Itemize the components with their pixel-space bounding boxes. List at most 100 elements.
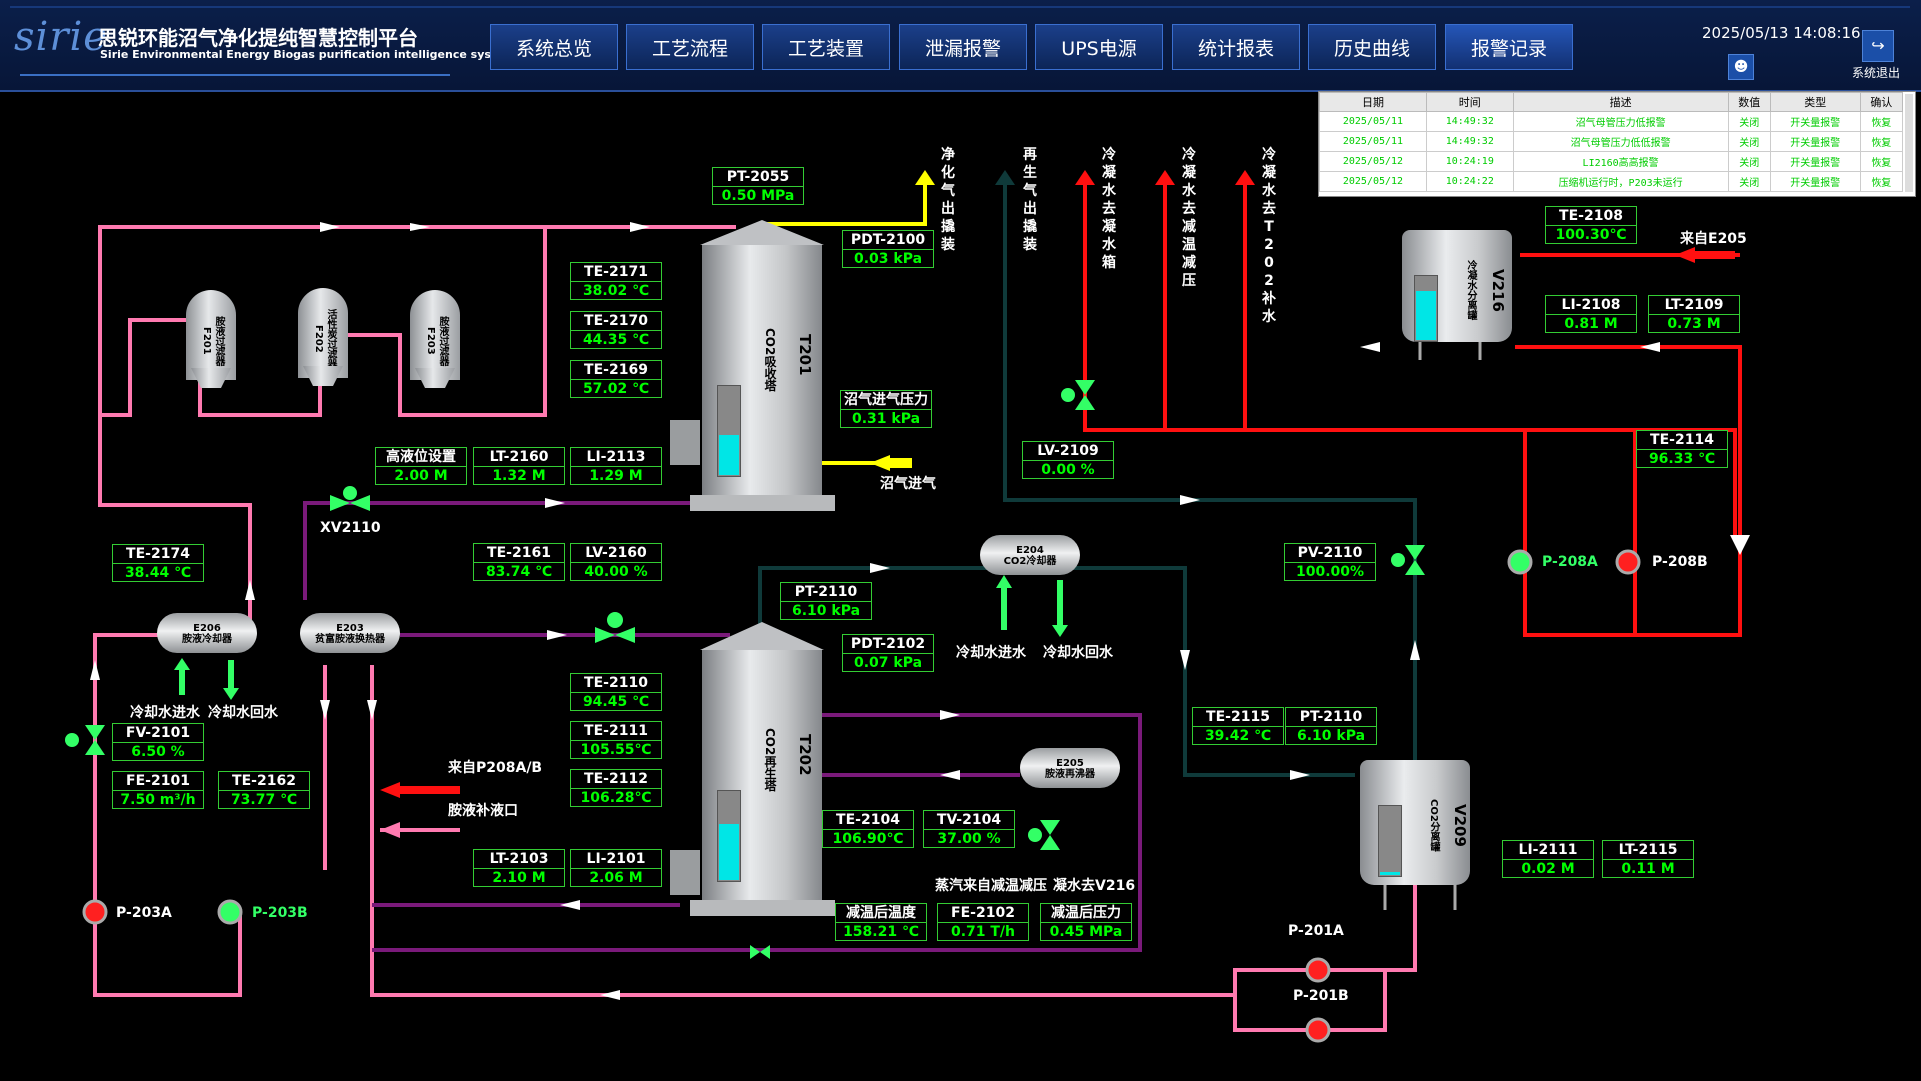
tag-name: LI-2111 — [1503, 841, 1593, 860]
tag-value: 38.44 ℃ — [124, 565, 192, 581]
logout-label[interactable]: 系统退出 — [1852, 66, 1901, 80]
logout-icon[interactable]: ↪ — [1862, 30, 1894, 62]
cell: 2025/05/12 — [1319, 151, 1427, 172]
tag-value: 100.30℃ — [1555, 227, 1627, 243]
nav-statistics-report[interactable]: 统计报表 — [1172, 24, 1300, 70]
cell: 10:24:22 — [1425, 171, 1514, 192]
level-fill-t202 — [719, 824, 739, 880]
nav-process-equipment[interactable]: 工艺装置 — [762, 24, 890, 70]
tag-name: LI-2101 — [571, 850, 661, 869]
t202-base — [690, 900, 835, 916]
col-time: 时间 — [1425, 92, 1514, 112]
cell: 沼气母管压力低报警 — [1512, 111, 1729, 132]
pump-p208a — [1507, 549, 1533, 575]
flow-arrow — [940, 770, 960, 780]
tag-name: TV-2104 — [924, 811, 1014, 830]
cw-out-arrow — [228, 660, 234, 690]
tag-value: 0.11 M — [1621, 861, 1675, 877]
tag-name: TE-2110 — [571, 674, 661, 693]
flow-arrow — [1360, 342, 1380, 352]
nav-leak-alarm[interactable]: 泄漏报警 — [899, 24, 1027, 70]
pipe-yellow-purified — [760, 185, 927, 226]
tag-name: TE-2108 — [1546, 207, 1636, 226]
col-value: 数值 — [1727, 92, 1771, 112]
level-gauge-v209 — [1378, 805, 1402, 877]
cell: 关闭 — [1727, 151, 1771, 172]
user-icon[interactable]: ☻ — [1728, 54, 1754, 80]
nav-ups-power[interactable]: UPS电源 — [1035, 24, 1163, 70]
app-title: 思锐环能沼气净化提纯智慧控制平台 — [98, 26, 418, 50]
e205-id: E205 — [1056, 758, 1084, 769]
tag-name: TE-2162 — [219, 772, 309, 791]
cell: 恢复 — [1859, 131, 1904, 152]
tag-value: 0.03 kPa — [853, 251, 923, 267]
nav-process-flow[interactable]: 工艺流程 — [626, 24, 754, 70]
alarm-table-header: 日期 时间 描述 数值 类型 确认 — [1319, 92, 1904, 112]
tag-name: PDT-2100 — [843, 231, 933, 250]
label-p201b: P-201B — [1293, 988, 1349, 1004]
cell: 恢复 — [1859, 111, 1904, 132]
tag-value: 106.90℃ — [832, 831, 904, 847]
e205-name: 胺液再沸器 — [1045, 769, 1095, 780]
tag-name: LT-2160 — [474, 448, 564, 467]
nav-history-curve[interactable]: 历史曲线 — [1308, 24, 1436, 70]
alarm-scrollbar[interactable] — [1905, 94, 1913, 192]
tag-name: FV-2101 — [113, 724, 203, 743]
nav-alarm-records[interactable]: 报警记录 — [1445, 24, 1573, 70]
tag-value: 1.32 M — [492, 468, 546, 484]
col-date: 日期 — [1319, 92, 1427, 112]
nav-system-overview[interactable]: 系统总览 — [490, 24, 618, 70]
valve-tv2104 — [1040, 820, 1060, 835]
tag-value: 105.55℃ — [580, 742, 652, 758]
tag-name: 减温后温度 — [836, 904, 926, 923]
arrow-red-p208 — [380, 782, 400, 798]
pump-p203b — [217, 899, 243, 925]
tag-name: FE-2102 — [938, 904, 1028, 923]
arrow-yellow-up — [915, 170, 935, 185]
tag-name: TE-2114 — [1637, 431, 1727, 450]
